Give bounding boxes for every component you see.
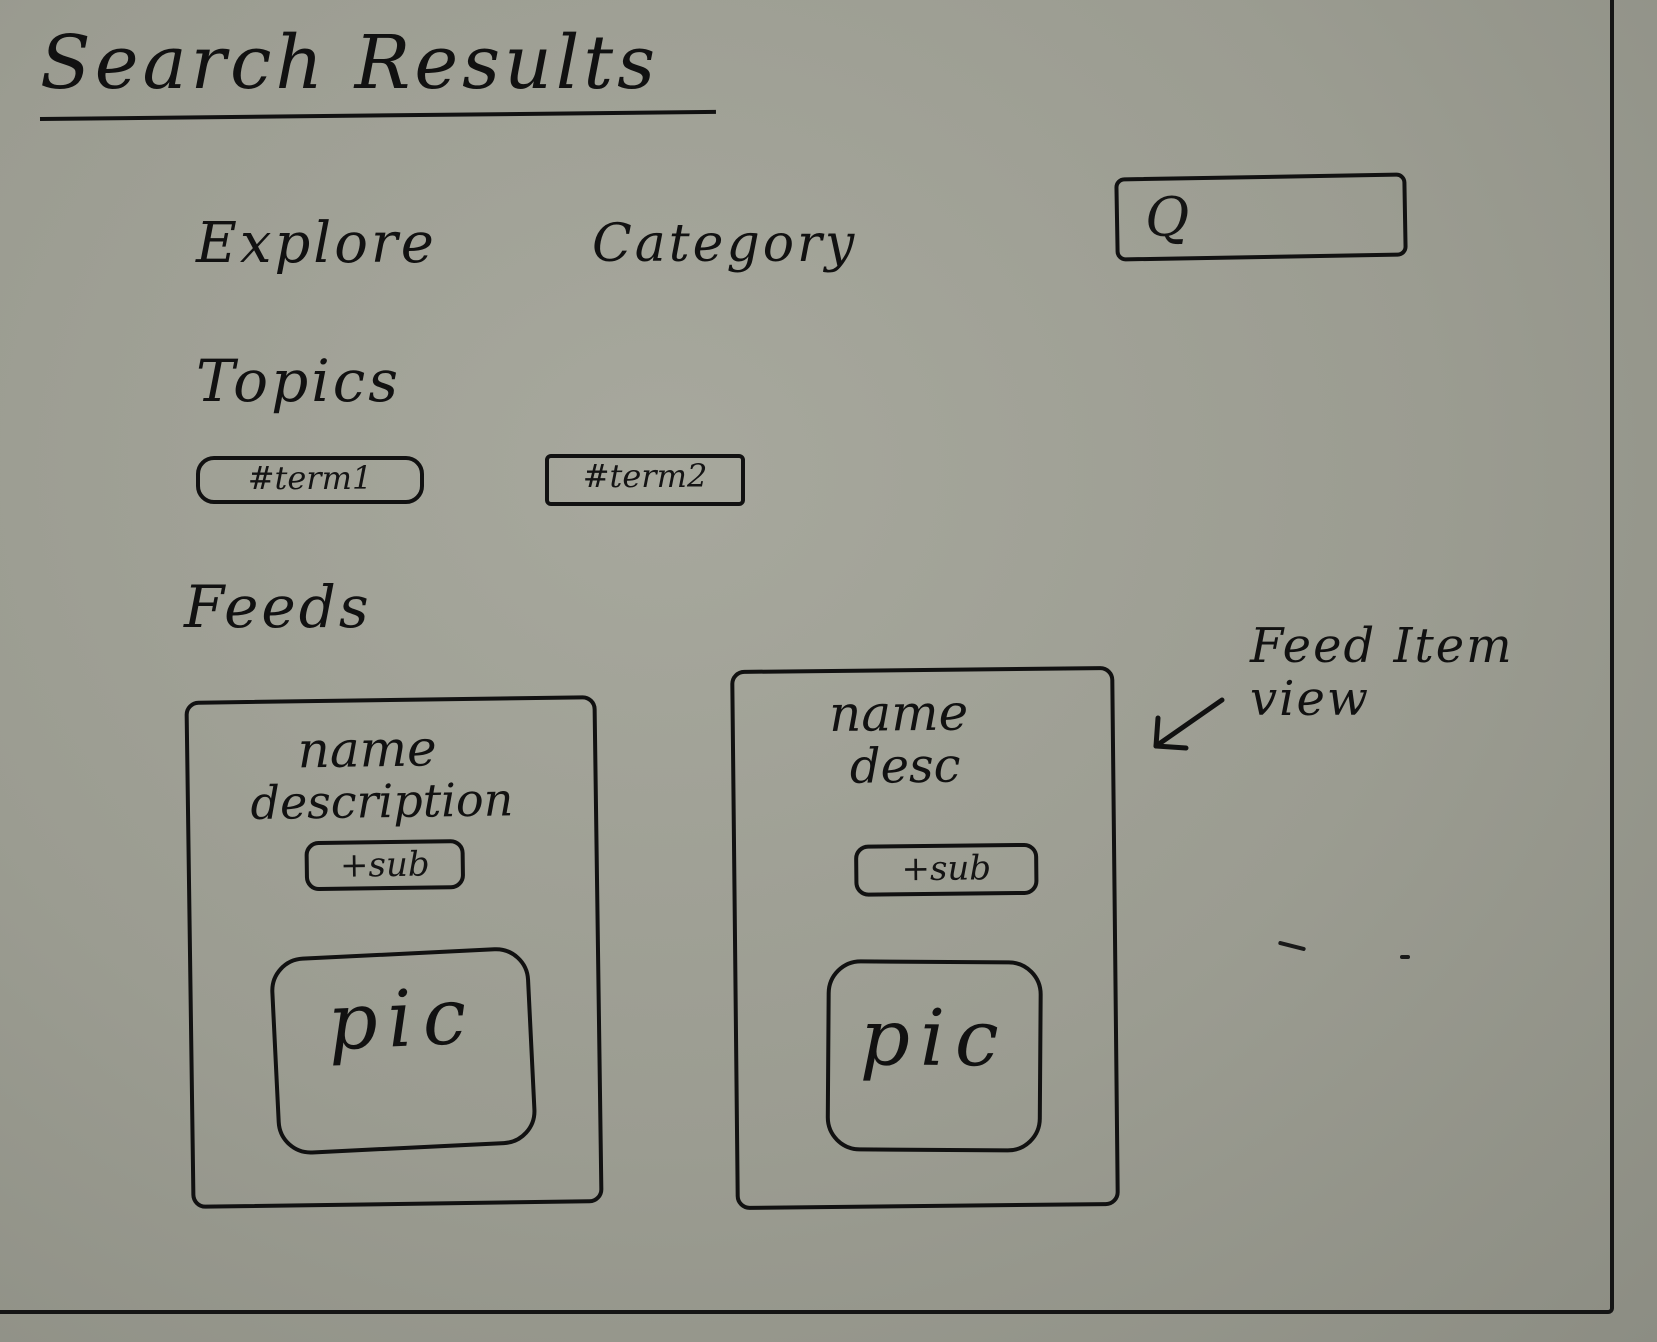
topic-chip-term1[interactable]: #term1 <box>196 456 424 504</box>
stray-mark <box>1400 955 1410 959</box>
page-title: Search Results <box>40 20 660 106</box>
feeds-heading: Feeds <box>184 573 372 641</box>
subscribe-button[interactable]: +sub <box>854 842 1039 897</box>
search-box[interactable]: Q <box>1114 172 1408 262</box>
feed-name: name <box>828 683 969 743</box>
nav-explore-link[interactable]: Explore <box>196 211 437 276</box>
feed-description: description <box>250 772 514 830</box>
nav-category-link[interactable]: Category <box>592 214 858 274</box>
annotation-note: Feed Item view <box>1250 618 1514 727</box>
feed-card[interactable]: name desc +sub pic <box>730 666 1120 1210</box>
search-input[interactable] <box>1198 190 1394 245</box>
feed-card[interactable]: name description +sub pic <box>184 695 604 1209</box>
feed-picture: pic <box>825 959 1043 1153</box>
topic-chip-term2[interactable]: #term2 <box>545 454 745 506</box>
feed-picture: pic <box>268 945 539 1157</box>
feed-name: name <box>297 719 438 780</box>
subscribe-button[interactable]: +sub <box>304 839 466 892</box>
arrow-down-left-icon <box>1153 697 1225 751</box>
topics-heading: Topics <box>196 347 402 415</box>
page-frame <box>0 0 1614 1314</box>
feed-description: desc <box>849 737 961 795</box>
search-icon[interactable]: Q <box>1144 185 1190 250</box>
